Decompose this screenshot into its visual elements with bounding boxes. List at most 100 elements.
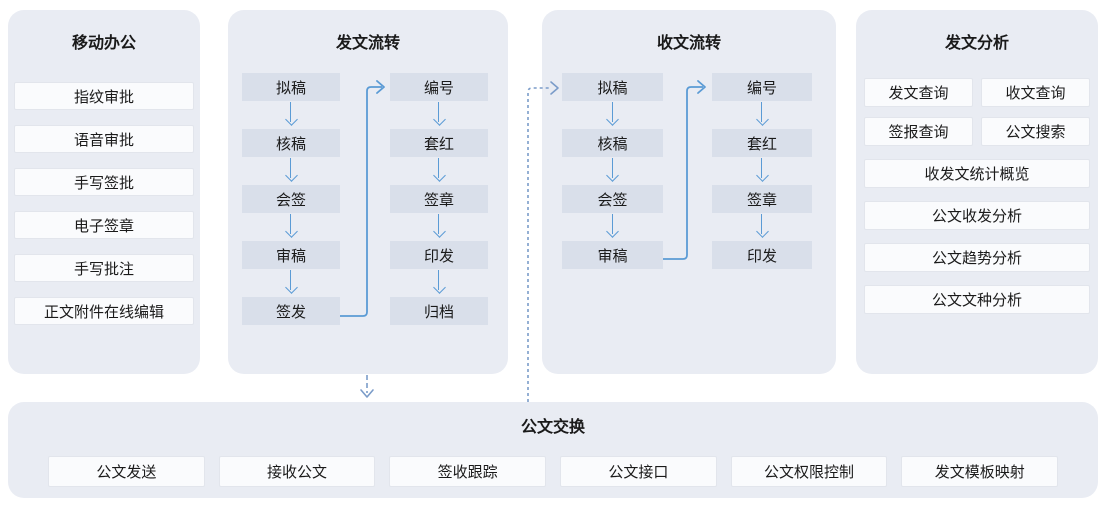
exchange-title: 公文交换 [520,419,585,436]
incoming-flow-area: 拟稿 核稿 会签 审稿 [542,73,836,269]
panel-exchange: 公文交换 公文发送 接收公文 签收跟踪 公文接口 [8,402,1098,498]
analysis-title: 发文分析 [944,35,1009,52]
flow-step-label: 签章 [746,191,777,209]
module-chip: 发文查询 [864,78,973,107]
module-chip-label: 签报查询 [888,124,949,141]
module-chip: 公文权限控制 [730,456,888,487]
module-chip-label: 正文附件在线编辑 [43,303,164,321]
flow-step-node: 套红 [712,129,812,178]
flow-step-node: 核稿 [242,129,340,178]
flow-step-label: 编号 [746,79,777,97]
arrow-down-icon [431,157,447,185]
flow-step-label: 编号 [423,79,454,97]
arrow-down-icon [431,269,447,297]
arrow-down-icon [431,213,447,241]
arrow-down-icon [283,101,299,129]
module-chip: 公文发送 [48,456,205,487]
mobile-office-item-list: 指纹审批 语音审批 手写签批 电子签章 手写批注 [8,82,200,325]
arrow-down-icon [754,213,770,241]
arrow-down-icon [283,213,299,241]
module-chip: 手写批注 [14,254,194,282]
flow-step-label: 印发 [423,247,454,265]
module-chip: 签收跟踪 [389,456,547,487]
module-chip: 公文接口 [560,456,717,487]
flow-step-node: 审稿 [562,241,663,269]
outgoing-left-column: 拟稿 核稿 会签 审稿 [242,73,340,325]
module-chip-label: 手写签批 [73,174,134,192]
arrow-down-icon [754,101,770,129]
flow-step-label: 拟稿 [275,79,306,97]
flow-step-label: 套红 [423,135,454,153]
flow-step-label: 会签 [275,191,306,209]
flow-step-node: 拟稿 [562,73,663,122]
arrow-down-icon [754,157,770,185]
flow-step-label: 审稿 [275,247,306,265]
module-chip: 签报查询 [864,117,973,146]
flow-step-node: 核稿 [562,129,663,178]
module-chip: 公文收发分析 [864,201,1090,230]
panel-outgoing-flow: 发文流转 拟稿 核稿 会签 [228,10,508,374]
flow-step-node: 签发 [242,297,340,325]
module-chip-label: 电子签章 [73,217,134,235]
outgoing-flow-title: 发文流转 [335,35,400,52]
module-chip-label: 公文趋势分析 [931,250,1022,267]
arrow-down-icon [605,213,621,241]
flow-step-label: 归档 [423,303,454,321]
outgoing-right-column: 编号 套红 签章 印发 [390,73,488,325]
module-chip: 公文趋势分析 [864,243,1090,272]
module-chip-label: 签收跟踪 [437,464,498,481]
flow-step-label: 审稿 [597,247,628,265]
module-chip-label: 公文收发分析 [931,208,1022,225]
analysis-paired-items: 发文查询 收文查询 签报查询 公文搜索 [856,78,1098,146]
flow-step-label: 会签 [597,191,628,209]
arrow-down-icon [283,269,299,297]
module-chip: 收文查询 [981,78,1090,107]
module-chip-label: 发文查询 [888,85,949,102]
module-chip-label: 公文权限控制 [764,464,855,481]
module-chip: 接收公文 [218,456,376,487]
module-chip-label: 指纹审批 [73,88,134,106]
flow-step-label: 核稿 [597,135,628,153]
module-chip: 电子签章 [14,211,194,239]
module-chip: 手写签批 [14,168,194,196]
panel-incoming-flow: 收文流转 拟稿 核稿 会签 [542,10,836,374]
flow-step-node: 签章 [390,185,488,234]
flow-step-label: 套红 [746,135,777,153]
flow-step-node: 编号 [712,73,812,122]
mobile-office-title: 移动办公 [71,35,136,52]
arrow-down-icon [431,101,447,129]
module-chip: 指纹审批 [14,82,194,110]
panel-analysis: 发文分析 发文查询 收文查询 签报查询 公文搜索 [856,10,1098,374]
module-chip-label: 收发文统计概览 [924,166,1030,183]
module-chip-label: 发文模板映射 [934,464,1025,481]
analysis-full-items: 收发文统计概览 公文收发分析 公文趋势分析 公文文种分析 [856,159,1098,314]
flow-step-label: 签发 [275,303,306,321]
outgoing-flow-area: 拟稿 核稿 会签 审稿 [228,73,508,325]
module-chip-label: 公文接口 [608,464,669,481]
flow-step-label: 印发 [746,247,777,265]
module-chip: 收发文统计概览 [864,159,1090,188]
module-chip: 公文文种分析 [864,285,1090,314]
flow-step-label: 拟稿 [597,79,628,97]
panel-mobile-office: 移动办公 指纹审批 语音审批 手写签批 电子签章 [8,10,200,374]
arrow-down-icon [605,157,621,185]
module-chip: 发文模板映射 [901,456,1059,487]
flow-step-node: 签章 [712,185,812,234]
module-chip: 正文附件在线编辑 [14,297,194,325]
module-chip-label: 语音审批 [73,131,134,149]
flow-step-node: 套红 [390,129,488,178]
module-chip-label: 公文发送 [96,464,157,481]
module-chip: 语音审批 [14,125,194,153]
flow-step-label: 核稿 [275,135,306,153]
incoming-left-column: 拟稿 核稿 会签 审稿 [562,73,663,269]
module-chip-label: 接收公文 [267,464,328,481]
module-chip-label: 收文查询 [1005,85,1066,102]
module-chip: 公文搜索 [981,117,1090,146]
flow-step-node: 印发 [712,241,812,269]
module-chip-label: 公文搜索 [1005,124,1066,141]
flow-step-node: 印发 [390,241,488,290]
flow-step-label: 签章 [423,191,454,209]
flow-step-node: 审稿 [242,241,340,290]
flow-step-node: 会签 [562,185,663,234]
